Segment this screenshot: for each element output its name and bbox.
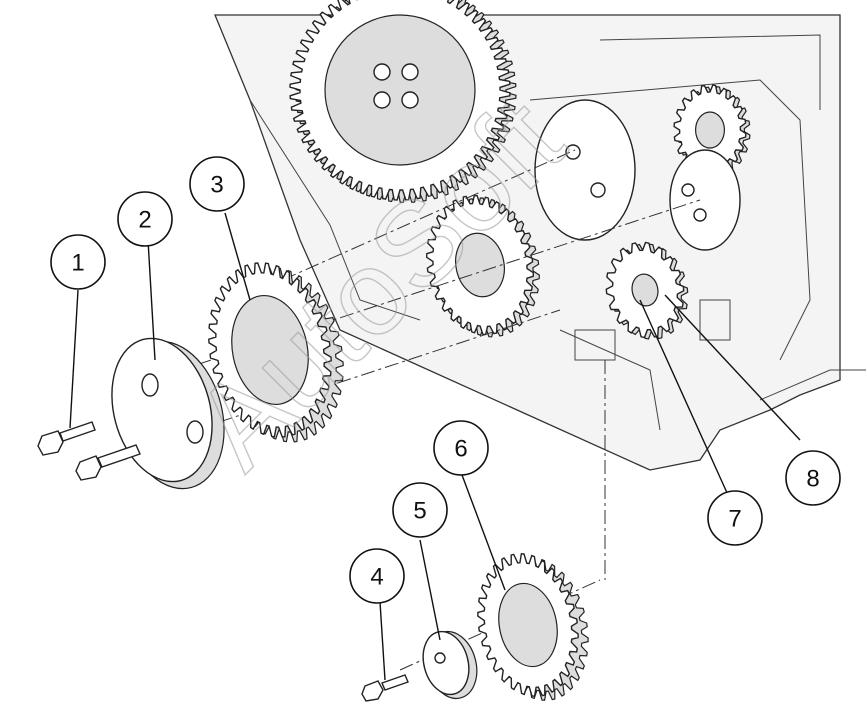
- callout-1-label: 1: [71, 250, 84, 277]
- large-drive-gear: [289, 0, 517, 204]
- bolt-lower: [75, 444, 141, 481]
- callout-3: 3: [189, 156, 245, 212]
- gear-large: [208, 262, 344, 443]
- bolt-small: [361, 674, 409, 702]
- callout-7-label: 7: [728, 506, 741, 533]
- callout-2-label: 2: [138, 207, 151, 234]
- callout-4-label: 4: [370, 564, 383, 591]
- callout-7: 7: [707, 490, 763, 546]
- callout-8-label: 8: [806, 466, 819, 493]
- gear-medium: [477, 553, 589, 701]
- hub-plates: [534, 99, 741, 251]
- callout-1: 1: [50, 234, 106, 290]
- callout-6-label: 6: [454, 436, 467, 463]
- callout-3-label: 3: [210, 172, 223, 199]
- leader-lines: [69, 212, 801, 681]
- bolt-upper: [37, 421, 96, 456]
- callout-2: 2: [117, 191, 173, 247]
- callout-4: 4: [349, 548, 405, 604]
- callout-8: 8: [785, 450, 841, 506]
- small-gear-mounted: [605, 241, 689, 340]
- idler-gear-mounted: [425, 194, 540, 338]
- callout-6: 6: [433, 420, 489, 476]
- small-plate: [422, 630, 478, 700]
- callout-5: 5: [392, 482, 448, 538]
- callout-5-label: 5: [413, 498, 426, 525]
